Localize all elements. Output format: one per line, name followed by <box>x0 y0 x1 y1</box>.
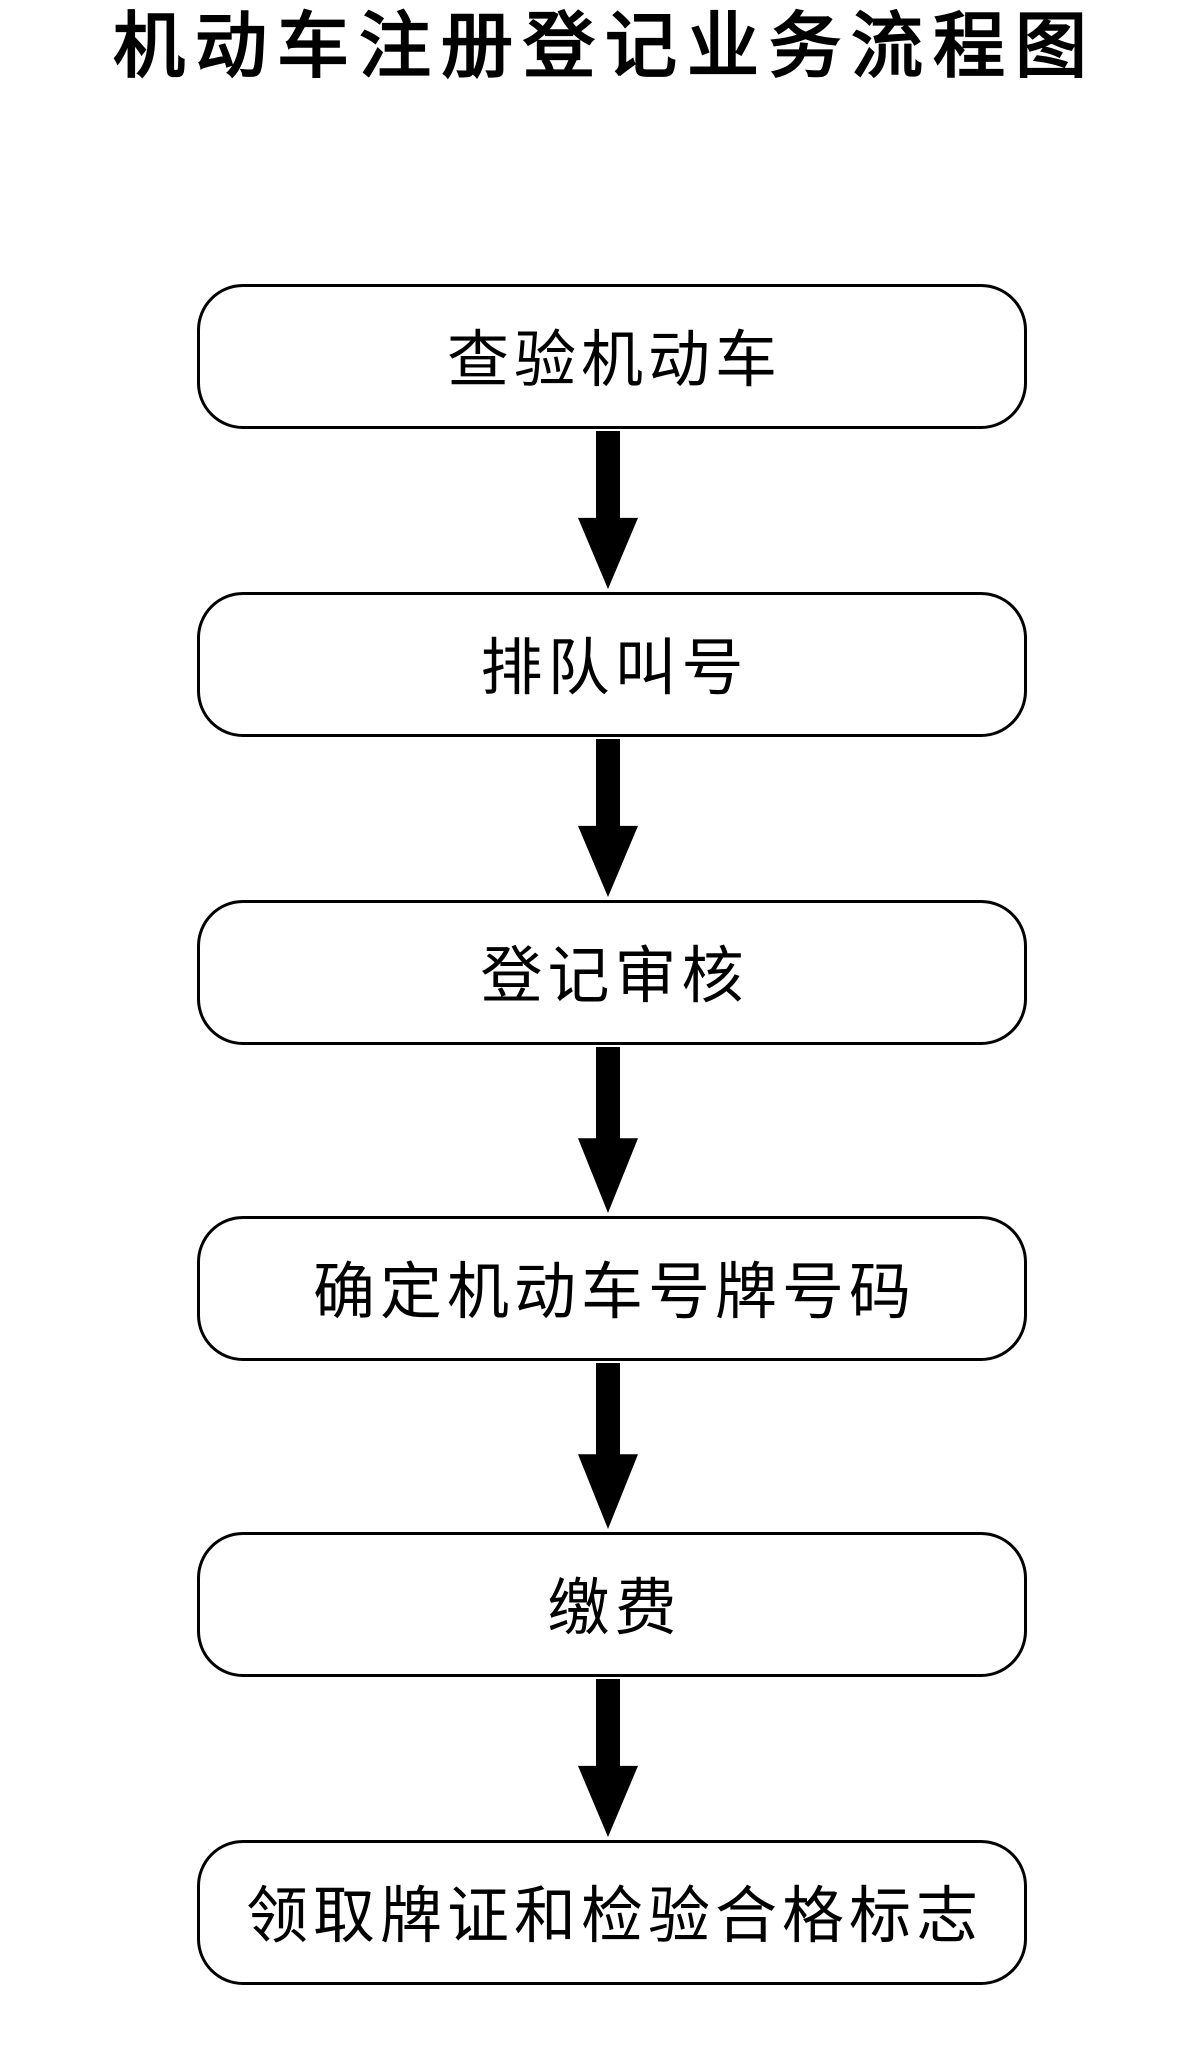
flow-step-registration-review: 登记审核 <box>197 900 1027 1045</box>
flow-step-queue-call-number: 排队叫号 <box>197 592 1027 737</box>
down-arrow-icon <box>576 1679 640 1837</box>
flow-step-inspect-vehicle: 查验机动车 <box>197 284 1027 429</box>
flow-step-label: 确定机动车号牌号码 <box>312 1258 916 1327</box>
flow-step-label: 查验机动车 <box>446 326 782 395</box>
down-arrow-icon <box>576 1047 640 1213</box>
flow-step-label: 排队叫号 <box>480 634 749 703</box>
flow-step-collect-plates-certificates: 领取牌证和检验合格标志 <box>197 1840 1027 1985</box>
page-title: 机动车注册登记业务流程图 <box>112 7 1097 87</box>
down-arrow-icon <box>576 739 640 897</box>
flow-step-pay-fee: 缴费 <box>197 1532 1027 1677</box>
down-arrow-icon <box>576 1363 640 1529</box>
flow-step-label: 领取牌证和检验合格标志 <box>245 1882 983 1951</box>
flow-step-label: 缴费 <box>547 1574 682 1643</box>
flow-step-confirm-plate-number: 确定机动车号牌号码 <box>197 1216 1027 1361</box>
down-arrow-icon <box>576 431 640 589</box>
flow-step-label: 登记审核 <box>480 942 749 1011</box>
